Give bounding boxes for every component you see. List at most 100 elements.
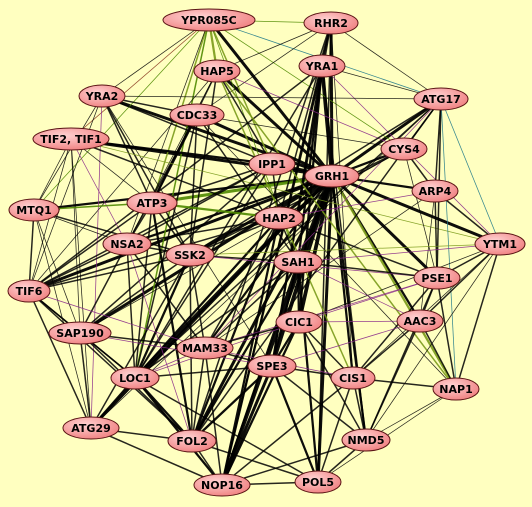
node-sap190[interactable]: SAP190 [48,321,112,345]
node-cic1[interactable]: CIC1 [275,310,323,334]
edge-tif2-nsa2 [70,138,128,245]
edge-ytm1-aac3 [419,243,501,322]
edge-yra2-atg17 [101,95,442,100]
node-label: NSA2 [110,238,143,251]
node-nap1[interactable]: NAP1 [432,377,480,401]
node-label: NOP16 [201,479,243,492]
edge-tif6-atg29 [28,290,92,429]
edge-atp3-fol2 [150,202,194,442]
node-label: NMD5 [348,434,385,447]
node-ipp1[interactable]: IPP1 [248,152,296,176]
edge-ypr085c-yra2 [101,19,210,97]
node-pol5[interactable]: POL5 [294,470,342,494]
node-arp4[interactable]: ARP4 [411,179,459,203]
node-atg17[interactable]: ATG17 [413,87,469,111]
edge-spe3-pol5 [270,365,320,483]
node-ellipse [248,152,296,176]
node-spe3[interactable]: SPE3 [247,354,297,378]
node-label: POL5 [302,476,334,489]
node-label: YRA2 [85,90,119,103]
edge-hap2-mam33 [204,217,280,349]
edge-mam33-nop16 [204,347,223,486]
edge-rhr2-cdc33 [196,22,332,116]
node-tif6[interactable]: TIF6 [7,279,51,303]
node-label: CIS1 [339,372,367,385]
node-ellipse [432,377,480,401]
edge-spe3-fol2 [191,365,273,442]
node-label: CYS4 [388,143,420,156]
node-ssk2[interactable]: SSK2 [165,243,215,267]
edge-arp4-mam33 [204,190,436,349]
node-nop16[interactable]: NOP16 [193,473,251,497]
node-hap2[interactable]: HAP2 [254,206,304,230]
edge-ytm1-ssk2 [189,243,501,256]
node-ellipse [126,191,178,215]
node-ytm1[interactable]: YTM1 [474,232,526,256]
edge-atg17-nap1 [440,98,457,390]
edge-ssk2-loc1 [133,254,192,379]
node-ellipse [303,11,359,35]
node-ellipse [165,243,215,267]
edge-hap2-nsa2 [126,217,280,245]
node-nmd5[interactable]: NMD5 [341,428,391,452]
node-ellipse [7,279,51,303]
edge-hap5-ssk2 [189,70,218,256]
node-label: MTQ1 [16,204,51,217]
node-ellipse [193,473,251,497]
edge-hap2-pse1 [278,217,438,279]
node-grh1[interactable]: GRH1 [304,164,360,188]
node-hap5[interactable]: HAP5 [193,59,241,83]
edge-grh1-nap1 [331,175,457,390]
node-ellipse [162,8,256,32]
edge-sah1-fol2 [191,261,299,442]
node-atg29[interactable]: ATG29 [62,416,120,440]
node-cdc33[interactable]: CDC33 [169,103,225,127]
node-tif2[interactable]: TIF2, TIF1 [32,127,110,151]
node-ellipse [193,59,241,83]
edge-ssk2-atg29 [90,254,191,429]
node-label: CIC1 [285,316,313,329]
node-mam33[interactable]: MAM33 [176,336,234,360]
node-label: YRA1 [305,60,339,73]
edge-cis1-pol5 [317,377,354,483]
edge-ypr085c-ipp1 [208,19,273,165]
node-yra1[interactable]: YRA1 [298,54,346,78]
edge-ssk2-sap190 [79,254,191,334]
node-sah1[interactable]: SAH1 [273,250,323,274]
node-mtq1[interactable]: MTQ1 [8,198,60,222]
node-fol2[interactable]: FOL2 [167,429,217,453]
edge-cdc33-cys4 [196,114,405,150]
node-nsa2[interactable]: NSA2 [102,232,152,256]
edge-yra1-nop16 [220,65,324,486]
node-ellipse [247,354,297,378]
node-ypr085c[interactable]: YPR085C [162,8,256,32]
edge-yra2-spe3 [101,95,273,367]
node-label: CDC33 [177,109,218,122]
edge-yra1-cic1 [297,65,324,323]
node-ellipse [304,164,360,188]
edge-hap5-nap1 [216,70,457,390]
node-atp3[interactable]: ATP3 [126,191,178,215]
node-cis1[interactable]: CIS1 [330,366,376,390]
edge-pse1-mam33 [204,277,438,349]
node-pse1[interactable]: PSE1 [413,266,461,290]
edge-ypr085c-tif2 [70,19,210,140]
edge-yra2-ipp1 [101,95,273,165]
node-ellipse [167,429,217,453]
node-ellipse [380,137,428,161]
node-ellipse [413,87,469,111]
edge-ypr085c-mtq1 [33,19,210,211]
edge-tif2-atg29 [70,138,92,429]
node-loc1[interactable]: LOC1 [110,366,160,390]
node-ellipse [273,250,323,274]
node-label: RHR2 [314,17,348,30]
node-label: IPP1 [258,158,286,171]
edge-atp3-loc1 [134,202,153,379]
node-yra2[interactable]: YRA2 [78,84,126,108]
node-rhr2[interactable]: RHR2 [303,11,359,35]
node-cys4[interactable]: CYS4 [380,137,428,161]
node-label: SPE3 [256,360,287,373]
edge-mam33-fol2 [191,347,206,442]
edge-yra2-ssk2 [101,95,191,256]
node-aac3[interactable]: AAC3 [396,309,444,333]
